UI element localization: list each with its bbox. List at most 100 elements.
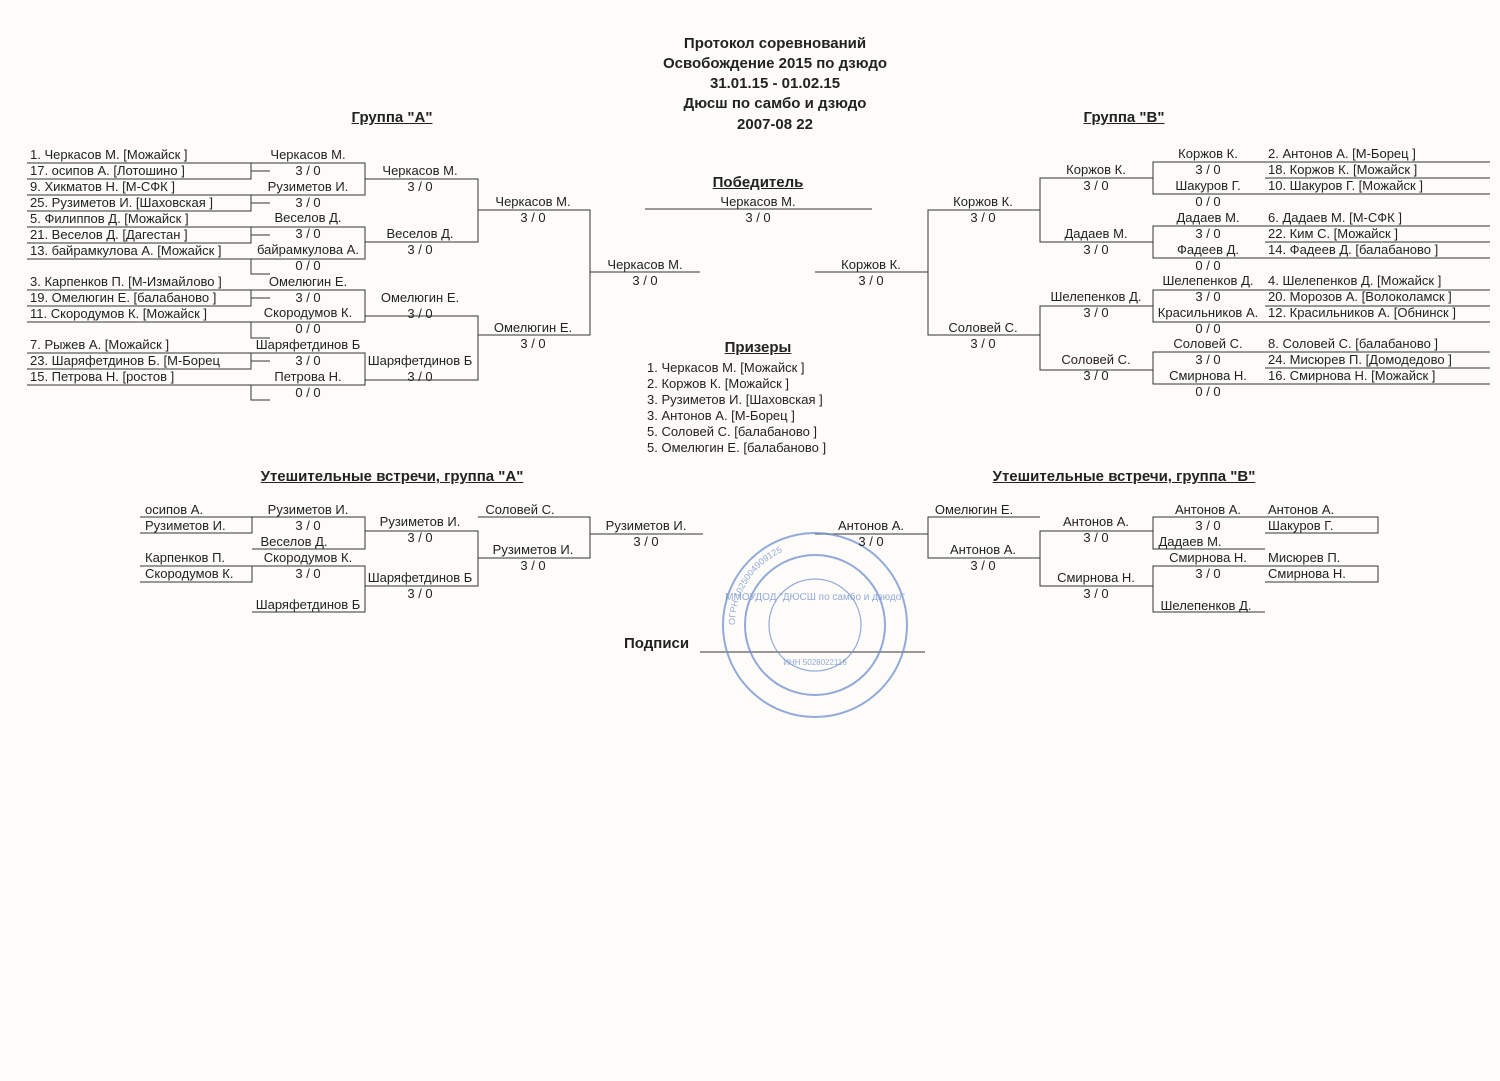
list-item: осипов А. — [145, 502, 204, 517]
list-item: 6. Дадаев М. [М-СФК ] — [1268, 210, 1402, 225]
bout-winner: Скородумов К. — [263, 305, 353, 320]
list-item: 21. Веселов Д. [Дагестан ] — [30, 227, 188, 242]
bout-winner: Омелюгин Е. — [268, 274, 348, 289]
bout-opponent: Соловей С. — [485, 502, 555, 517]
bout-winner: Петрова Н. — [274, 369, 342, 384]
bout-score: 3 / 0 — [1195, 162, 1221, 177]
list-item: 23. Шаряфетдинов Б. [М-Борец — [30, 353, 220, 368]
prizes-title: Призеры — [724, 339, 792, 356]
bout-score: 3 / 0 — [295, 163, 321, 178]
list-item: 1. Черкасов М. [Можайск ] — [30, 147, 188, 162]
group-b-final-score: 3 / 0 — [858, 273, 884, 288]
consolation-b-r3-winner: Антонов А. — [949, 542, 1017, 557]
list-item: 8. Соловей С. [балабаново ] — [1268, 336, 1439, 351]
list-item: Скородумов К. — [145, 566, 234, 581]
consolation-a-title: Утешительные встречи, группа "А" — [260, 468, 524, 485]
bout-score: 3 / 0 — [970, 210, 996, 225]
bout-winner: Дадаев М. — [1064, 226, 1128, 241]
bout-winner: Рузиметов И. — [267, 502, 349, 517]
bout-score: 3 / 0 — [407, 179, 433, 194]
list-item: 5. Филиппов Д. [Можайск ] — [30, 211, 189, 226]
svg-text:ОГРН 1025004909125: ОГРН 1025004909125 — [727, 545, 784, 626]
bout-score: 3 / 0 — [295, 195, 321, 210]
list-item: 9. Хикматов Н. [М-СФК ] — [30, 179, 175, 194]
bout-score: 3 / 0 — [1083, 178, 1109, 193]
list-item: 3. Рузиметов И. [Шаховская ] — [647, 392, 823, 407]
bout-winner: Шелепенков Д. — [1162, 273, 1254, 288]
bout-winner: Смирнова Н. — [1057, 570, 1135, 585]
bout-score: 3 / 0 — [295, 353, 321, 368]
bout-score: 3 / 0 — [1083, 530, 1109, 545]
event-dates: 31.01.15 - 01.02.15 — [709, 75, 841, 92]
stamp-title: ММОУДОД "ДЮСШ по самбо и дзюдо" — [725, 591, 905, 603]
bout-score: 3 / 0 — [407, 369, 433, 384]
bout-score: 0 / 0 — [1195, 258, 1221, 273]
bout-winner: Коржов К. — [1066, 162, 1126, 177]
list-item: Шакуров Г. — [1268, 518, 1334, 533]
bout-winner: байрамкулова А. — [257, 242, 359, 257]
group-b-title: Группа "В" — [1083, 109, 1165, 126]
seal-stamp: ММОУДОД "ДЮСШ по самбо и дзюдо" ИНН 5028… — [722, 532, 908, 718]
list-item: 15. Петрова Н. [ростов ] — [30, 369, 175, 384]
list-item: 19. Омелюгин Е. [балабаново ] — [30, 290, 217, 305]
stamp-ogrn: ОГРН 1025004909125 — [727, 545, 784, 626]
consolation-a-r3-winner: Рузиметов И. — [492, 542, 574, 557]
list-item: 2. Коржов К. [Можайск ] — [647, 376, 789, 391]
bout-winner: Шаряфетдинов Б — [367, 353, 473, 368]
bout-winner: Веселов Д. — [386, 226, 454, 241]
bout-score: 0 / 0 — [1195, 321, 1221, 336]
bout-winner: Дадаев М. — [1176, 210, 1240, 225]
bout-score: 0 / 0 — [295, 321, 321, 336]
bout-winner: Шаряфетдинов Б — [255, 337, 361, 352]
bout-winner: Черкасов М. — [382, 163, 458, 178]
bout-score: 3 / 0 — [1083, 586, 1109, 601]
bout-score: 0 / 0 — [295, 385, 321, 400]
signatures-label: Подписи — [624, 635, 690, 652]
group-b-final-winner: Коржов К. — [841, 257, 901, 272]
winner-name: Черкасов М. — [720, 194, 796, 209]
bout-winner: Красильников А. — [1157, 305, 1259, 320]
bout-score: 3 / 0 — [1195, 289, 1221, 304]
bout-score: 3 / 0 — [1195, 518, 1221, 533]
bout-score: 3 / 0 — [1083, 305, 1109, 320]
consolation-b-title: Утешительные встречи, группа "В" — [992, 468, 1256, 485]
bout-winner: Рузиметов И. — [379, 514, 461, 529]
bout-winner: Шакуров Г. — [1175, 178, 1241, 193]
bout-score: 0 / 0 — [1195, 384, 1221, 399]
event-name: Освобождение 2015 по дзюдо — [662, 55, 888, 72]
list-item: 18. Коржов К. [Можайск ] — [1268, 162, 1418, 177]
bout-winner: Антонов А. — [1062, 514, 1130, 529]
winner-title: Победитель — [712, 174, 804, 191]
consolation-a-final-winner: Рузиметов И. — [605, 518, 687, 533]
bout-winner: Антонов А. — [1174, 502, 1242, 517]
list-item: 7. Рыжев А. [Можайск ] — [30, 337, 170, 352]
organizer: Дюсш по самбо и дзюдо — [683, 95, 867, 112]
bout-winner: Черкасов М. — [495, 194, 571, 209]
bout-winner: Соловей С. — [1173, 336, 1243, 351]
bout-winner: Соловей С. — [1061, 352, 1131, 367]
bout-score: 3 / 0 — [1083, 368, 1109, 383]
bout-winner: Скородумов К. — [263, 550, 353, 565]
bout-winner: Веселов Д. — [274, 210, 342, 225]
list-item: Карпенков П. — [145, 550, 226, 565]
consolation-b-final-winner: Антонов А. — [837, 518, 905, 533]
list-item: 10. Шакуров Г. [Можайск ] — [1268, 178, 1423, 193]
bout-winner: Смирнова Н. — [1169, 368, 1247, 383]
bout-score: 3 / 0 — [295, 566, 321, 581]
group-a-final-score: 3 / 0 — [632, 273, 658, 288]
list-item: 22. Ким С. [Можайск ] — [1268, 226, 1398, 241]
bout-score: 3 / 0 — [1195, 566, 1221, 581]
consolation-b-final-score: 3 / 0 — [858, 534, 884, 549]
list-item: 25. Рузиметов И. [Шаховская ] — [30, 195, 214, 210]
bout-score: 3 / 0 — [970, 336, 996, 351]
list-item: 11. Скородумов К. [Можайск ] — [30, 306, 208, 321]
group-a-final-winner: Черкасов М. — [607, 257, 683, 272]
bout-score: 3 / 0 — [407, 586, 433, 601]
bout-winner: Омелюгин Е. — [493, 320, 573, 335]
bout-score: 3 / 0 — [1195, 226, 1221, 241]
bout-score: 3 / 0 — [520, 210, 546, 225]
list-item: Рузиметов И. — [145, 518, 226, 533]
bout-opponent: Веселов Д. — [260, 534, 328, 549]
bout-score: 3 / 0 — [1083, 242, 1109, 257]
bout-score: 3 / 0 — [295, 226, 321, 241]
